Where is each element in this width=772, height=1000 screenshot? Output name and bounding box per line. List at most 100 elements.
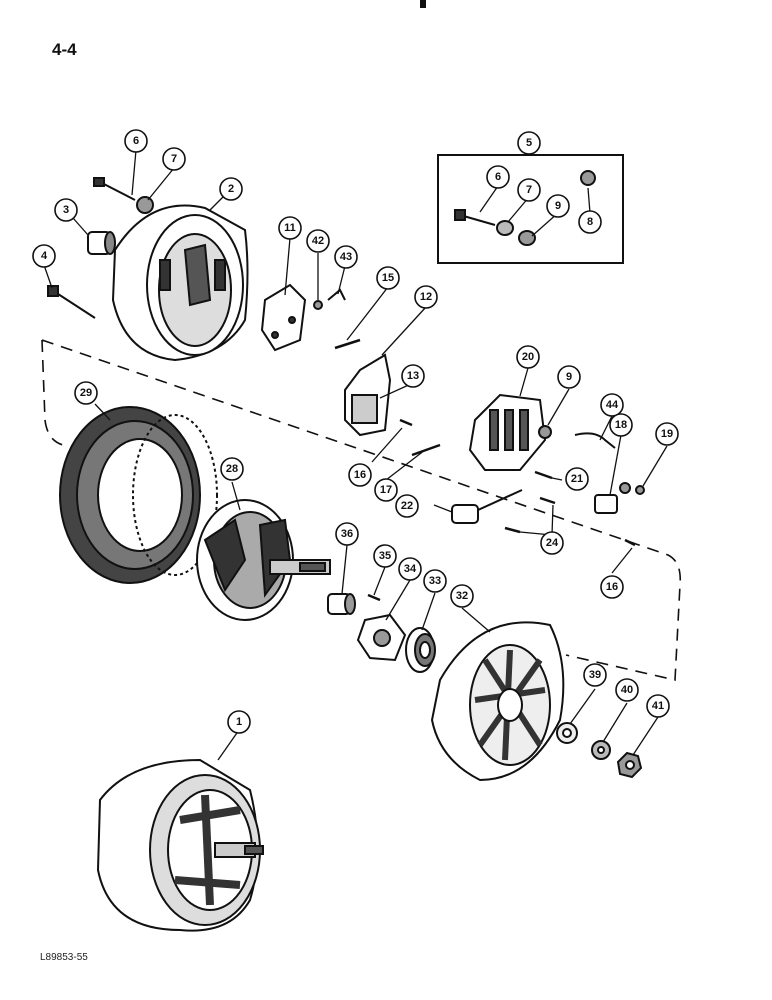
callout-21: 21 [565, 467, 589, 491]
callout-6: 6 [124, 129, 148, 153]
callout-circle [374, 478, 398, 502]
bearing-part-33 [405, 627, 436, 673]
lead-part-44 [574, 432, 616, 449]
callout-circle [335, 522, 359, 546]
callout-label: 29 [80, 387, 92, 399]
callout-circle [124, 129, 148, 153]
stud-part-6 [93, 177, 136, 201]
callout-label: 13 [407, 370, 419, 382]
callout-40: 40 [615, 678, 639, 702]
callout-label: 11 [284, 222, 296, 234]
callout-6: 6 [486, 165, 510, 189]
callout-label: 18 [615, 419, 627, 431]
ring-part-36 [327, 593, 356, 615]
callout-41: 41 [646, 694, 670, 718]
callout-11: 11 [278, 216, 302, 240]
callout-circle [398, 557, 422, 581]
callout-circle [486, 165, 510, 189]
kit-parts [454, 170, 596, 246]
nut-part-7 [136, 196, 154, 214]
callout-label: 36 [341, 528, 353, 540]
callout-circle [220, 457, 244, 481]
callout-17: 17 [374, 478, 398, 502]
callout-circle [557, 365, 581, 389]
callout-4: 4 [32, 244, 56, 268]
stator-part-29 [59, 406, 218, 584]
callout-35: 35 [373, 544, 397, 568]
callout-circle [219, 177, 243, 201]
callout-circle [578, 210, 602, 234]
callout-34: 34 [398, 557, 422, 581]
callout-32: 32 [450, 584, 474, 608]
callout-1: 1 [227, 710, 251, 734]
callout-circle [540, 531, 564, 555]
callout-18: 18 [609, 413, 633, 437]
bushing-part-3 [87, 231, 116, 255]
callout-36: 36 [335, 522, 359, 546]
callout-circle [583, 663, 607, 687]
callout-circle [227, 710, 251, 734]
callout-circle [401, 364, 425, 388]
bracket-part-11 [260, 283, 307, 352]
callout-circle [517, 178, 541, 202]
callout-label: 19 [661, 428, 673, 440]
rotor-part-28 [196, 499, 331, 621]
callout-5: 5 [517, 131, 541, 155]
callout-label: 44 [606, 399, 619, 411]
callout-label: 32 [456, 590, 468, 602]
callout-circle [615, 678, 639, 702]
figure-code: L89853-55 [40, 952, 88, 963]
callout-28: 28 [220, 457, 244, 481]
callout-label: 4 [41, 250, 48, 262]
screw-part-16 [399, 418, 413, 427]
callout-label: 2 [228, 183, 234, 195]
callout-circle [646, 694, 670, 718]
callout-24: 24 [540, 531, 564, 555]
callout-12: 12 [414, 285, 438, 309]
screw-part-17 [411, 443, 441, 457]
callout-label: 7 [526, 184, 532, 196]
callout-label: 34 [404, 563, 417, 575]
callout-label: 6 [495, 171, 501, 183]
callout-label: 16 [354, 469, 366, 481]
callout-label: 15 [382, 272, 394, 284]
callout-label: 42 [312, 235, 324, 247]
callout-label: 39 [589, 669, 601, 681]
callout-circle [373, 544, 397, 568]
callout-circle [348, 463, 372, 487]
callout-circle [414, 285, 438, 309]
callout-label: 16 [606, 581, 618, 593]
callout-label: 6 [133, 135, 139, 147]
callout-label: 24 [546, 537, 559, 549]
washers-parts-39-41 [556, 722, 643, 779]
callout-circle [516, 345, 540, 369]
callout-circle [334, 245, 358, 269]
callout-42: 42 [306, 229, 330, 253]
callout-label: 1 [236, 716, 242, 728]
callout-19: 19 [655, 422, 679, 446]
callout-label: 21 [571, 473, 583, 485]
callout-label: 7 [171, 153, 177, 165]
callout-22: 22 [395, 494, 419, 518]
callout-33: 33 [423, 569, 447, 593]
callout-circle [162, 147, 186, 171]
callout-label: 9 [555, 200, 561, 212]
screw-part-16b [624, 538, 636, 547]
screw-part-15 [334, 338, 361, 350]
callout-circle [609, 413, 633, 437]
callout-3: 3 [54, 198, 78, 222]
capacitor-part-22 [451, 489, 523, 524]
callout-circle [74, 381, 98, 405]
callout-16: 16 [600, 575, 624, 599]
callout-label: 3 [63, 204, 69, 216]
callout-9: 9 [546, 194, 570, 218]
callout-group: 1234567678911424315121316172094418192122… [32, 129, 679, 734]
callout-circle [655, 422, 679, 446]
callout-label: 9 [566, 371, 572, 383]
plate-part-34 [356, 613, 407, 662]
callout-7: 7 [517, 178, 541, 202]
nut-part-9 [538, 425, 552, 439]
callout-label: 5 [526, 137, 532, 149]
callout-29: 29 [74, 381, 98, 405]
small-parts-42-43 [313, 288, 346, 310]
